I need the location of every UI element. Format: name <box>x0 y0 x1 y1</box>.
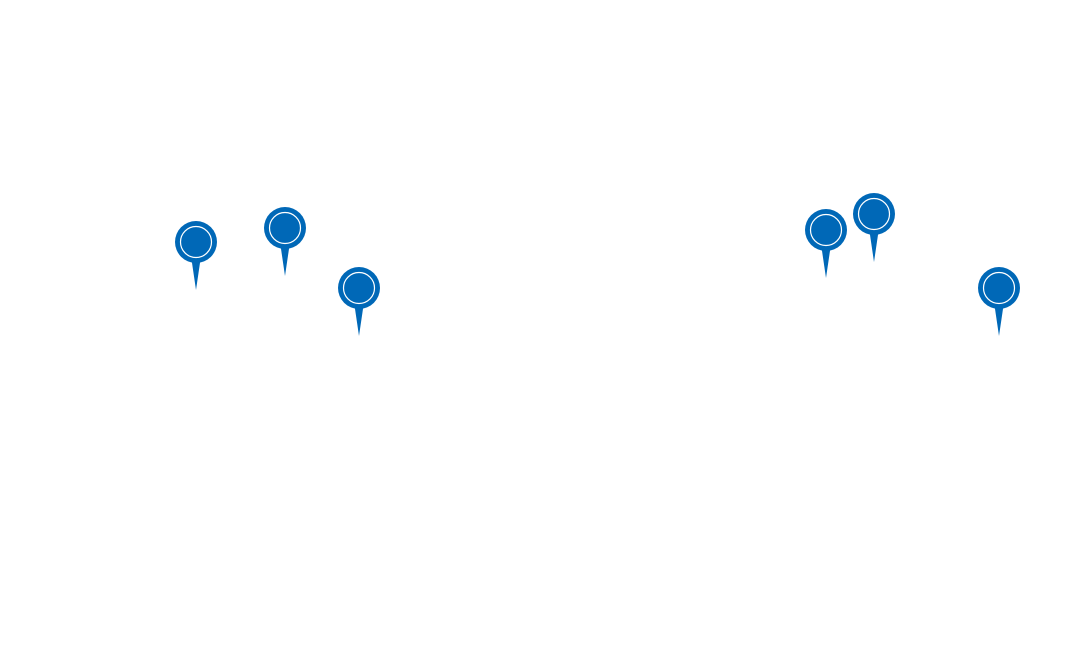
map-pin-icon[interactable] <box>337 266 381 338</box>
map-pin-icon[interactable] <box>977 266 1021 338</box>
map-pin-icon[interactable] <box>804 208 848 280</box>
map-pin-icon[interactable] <box>852 192 896 264</box>
map-pin-icon[interactable] <box>263 206 307 278</box>
map-pin-icon[interactable] <box>174 220 218 292</box>
